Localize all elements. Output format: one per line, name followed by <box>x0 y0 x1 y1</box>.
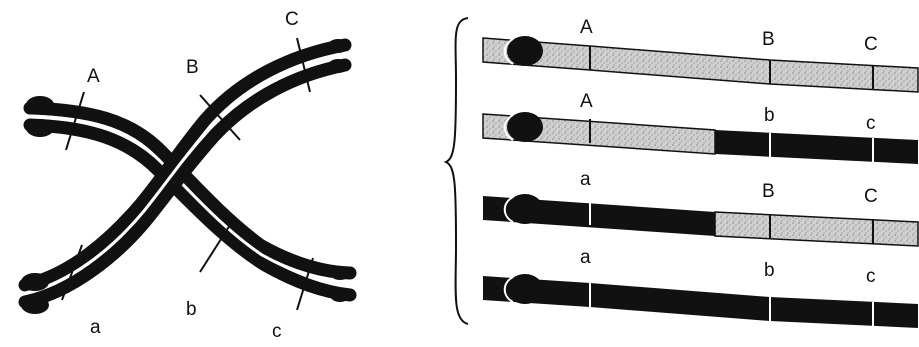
chromatid-1-label-3: C <box>864 34 878 55</box>
crossover-locus-ticks <box>61 37 314 311</box>
chromatid-3-label-1: a <box>580 169 591 190</box>
centromere <box>507 36 543 66</box>
crossover-strand-upper-left <box>23 101 357 302</box>
crossover-label-upper-A: A <box>87 66 100 87</box>
crossover-label-upper-B: B <box>186 57 199 78</box>
chromatid-2-label-3: c <box>866 113 876 134</box>
chromatid-3-label-3: C <box>864 186 878 207</box>
chromatid-ABC: A B C <box>482 17 919 93</box>
grouping-brace <box>443 17 469 325</box>
chromatid-1-label-2: B <box>762 29 775 50</box>
chromatid-4-label-1: a <box>580 247 591 268</box>
crossover-label-upper-C: C <box>285 9 299 30</box>
crossover-label-lower-a: a <box>90 317 101 338</box>
centromere <box>507 274 543 304</box>
crossover-strand-lower-left <box>18 38 352 309</box>
chromatid-3-label-2: B <box>762 181 775 202</box>
centromere <box>507 112 543 142</box>
chromatid-4-label-2: b <box>764 260 775 281</box>
crossover-figure: A B C a b c <box>18 9 357 342</box>
recombinant-chromatids: A B C A b c a B C <box>443 17 919 328</box>
crossover-label-lower-b: b <box>186 299 197 320</box>
chromatid-abc: a b c <box>483 247 918 328</box>
chromatid-aBC: a B C <box>483 169 919 247</box>
centromere <box>507 194 543 224</box>
chromatid-Abc: A b c <box>482 91 918 164</box>
chromatid-1-label-1: A <box>580 17 593 38</box>
chromatid-end-knobs <box>21 39 350 314</box>
chromatid-2-label-1: A <box>580 91 593 112</box>
crossover-label-lower-c: c <box>272 321 282 342</box>
chromatid-4-label-3: c <box>866 266 876 287</box>
chromatid-2-label-2: b <box>764 105 775 126</box>
